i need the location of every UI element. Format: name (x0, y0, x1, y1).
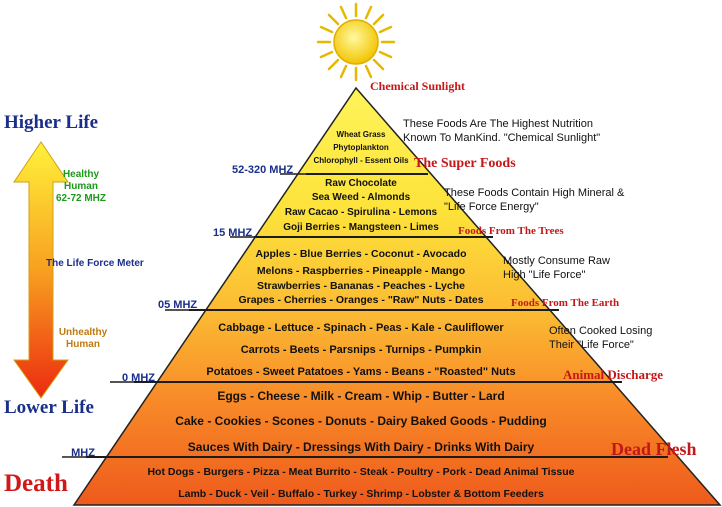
desc-tier-2-line-1: These Foods Contain High Mineral & (444, 187, 625, 199)
mhz-label-tier-5: 0 MHZ (122, 372, 155, 384)
tier-3-item-2: Melons - Raspberries - Pineapple - Mango (256, 265, 466, 277)
desc-tier-1-line-1: These Foods Are The Highest Nutrition (403, 118, 593, 130)
healthy-line-2: Human (64, 181, 98, 192)
tier-2-item-3: Raw Cacao - Spirulina - Lemons (284, 207, 438, 218)
tier-5-item-2: Cake - Cookies - Scones - Donuts - Dairy… (175, 414, 547, 428)
desc-tier-2-line-2: "Life Force Energy" (444, 201, 539, 213)
tier-2-item-2: Sea Weed - Almonds (311, 192, 411, 203)
tier-1-item-1: Wheat Grass (336, 130, 386, 139)
tier-4-item-2: Carrots - Beets - Parsnips - Turnips - P… (240, 344, 482, 356)
tier-name-dead-flesh: Dead Flesh (611, 439, 697, 459)
tier-3-item-3: Strawberries - Bananas - Peaches - Lyche (257, 280, 465, 292)
life-force-meter-label: The Life Force Meter (46, 258, 144, 269)
higher-life-label: Higher Life (4, 112, 99, 133)
pyramid-body (72, 86, 722, 506)
desc-tier-3-line-2: High "Life Force" (503, 269, 586, 281)
tier-name-earth: Foods From The Earth (511, 297, 620, 309)
desc-tier-4: Often Cooked Losing Their "Life Force" (549, 324, 652, 352)
desc-tier-3: Mostly Consume Raw High "Life Force" (503, 254, 610, 282)
healthy-human-label: Healthy Human 62-72 MHZ (46, 169, 116, 205)
tier-1-item-2: Phytoplankton (333, 143, 389, 152)
desc-tier-4-line-2: Their "Life Force" (549, 339, 634, 351)
lower-life-label: Lower Life (4, 397, 94, 418)
unhealthy-line-1: Unhealthy (58, 327, 108, 338)
desc-tier-3-line-1: Mostly Consume Raw (503, 255, 610, 267)
tier-4-item-3: Potatoes - Sweet Patatoes - Yams - Beans… (206, 366, 516, 378)
desc-tier-1-line-2: Known To ManKind. "Chemical Sunlight" (403, 132, 601, 144)
life-force-meter-arrow (13, 141, 69, 399)
desc-tier-1: These Foods Are The Highest Nutrition Kn… (403, 117, 600, 145)
unhealthy-line-2: Human (66, 339, 100, 350)
unhealthy-human-label: Unhealthy Human (52, 327, 114, 351)
tier-name-super-foods: The Super Foods (414, 156, 516, 171)
desc-tier-4-line-1: Often Cooked Losing (549, 325, 653, 337)
mhz-label-tier-3: 15 MHZ (213, 227, 253, 239)
tier-5-item-3: Sauces With Dairy - Dressings With Dairy… (187, 440, 535, 454)
tier-1-item-3: Chlorophyll - Essent Oils (313, 156, 409, 165)
tier-dividers (86, 173, 668, 458)
desc-tier-2: These Foods Contain High Mineral & "Life… (444, 186, 624, 214)
tier-2-item-4: Goji Berries - Mangsteen - Limes (283, 222, 439, 233)
tier-2-item-1: Raw Chocolate (325, 178, 397, 189)
tier-6-item-2: Lamb - Duck - Veil - Buffalo - Turkey - … (178, 488, 544, 500)
tier-3-item-1: Apples - Blue Berries - Coconut - Avocad… (255, 248, 467, 260)
tier-3-item-4: Grapes - Cherries - Oranges - "Raw" Nuts… (238, 294, 484, 306)
mhz-label-tier-6: _MHZ (65, 447, 95, 459)
sun-icon (316, 2, 396, 82)
tier-6-item-1: Hot Dogs - Burgers - Pizza - Meat Burrit… (147, 466, 575, 478)
death-label: Death (4, 470, 68, 497)
healthy-line-1: Healthy (62, 169, 100, 180)
tier-name-trees: Foods From The Trees (458, 225, 564, 237)
mhz-label-tier-2: 52-320 MHZ (232, 164, 294, 176)
tier-4-item-1: Cabbage - Lettuce - Spinach - Peas - Kal… (218, 322, 504, 334)
chemical-sunlight-label: Chemical Sunlight (370, 79, 466, 93)
healthy-line-3: 62-72 MHZ (55, 193, 106, 204)
tier-5-item-1: Eggs - Cheese - Milk - Cream - Whip - Bu… (217, 389, 505, 403)
tier-name-animal-discharge: Animal Discharge (563, 367, 664, 382)
mhz-label-tier-4: 05 MHZ (158, 299, 198, 311)
